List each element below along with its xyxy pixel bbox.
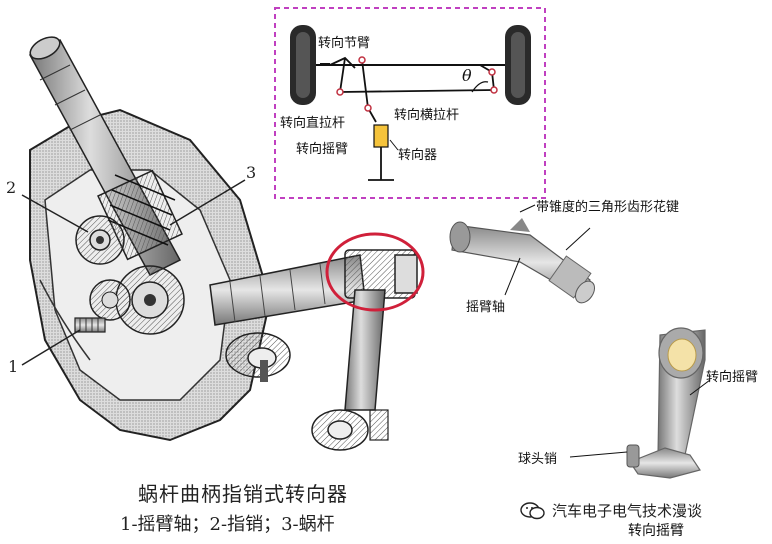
highlight-circle — [325, 232, 425, 312]
watermark-text: 汽车电子电气技术漫谈 — [552, 502, 703, 520]
callout-2: 2 — [6, 178, 17, 197]
callout-3: 3 — [246, 163, 257, 182]
pitman-arm-drawing — [311, 289, 389, 451]
main-figure-title: 蜗杆曲柄指销式转向器 — [138, 482, 348, 506]
pitman-shaft-part — [449, 218, 596, 304]
arm-part-title: 转向摇臂 — [628, 523, 684, 539]
main-figure-legend: 1-摇臂轴；2-指销；3-蜗杆 — [120, 514, 335, 535]
label-ball-pin: 球头销 — [518, 452, 558, 467]
finger-pin-gear — [75, 215, 125, 265]
pitman-shaft — [74, 317, 106, 333]
spline-end — [344, 249, 418, 299]
gear-cluster — [89, 265, 185, 335]
label-theta: θ — [462, 66, 472, 85]
label-arm: 转向摇臂 — [706, 370, 759, 385]
label-steering-gear: 转向器 — [398, 148, 438, 163]
pitman-arm-part — [626, 327, 706, 479]
label-drag-link: 转向直拉杆 — [280, 116, 346, 131]
callout-1: 1 — [8, 357, 19, 376]
end-cap — [225, 332, 291, 382]
label-pitman-arm: 转向摇臂 — [296, 142, 349, 157]
wechat-icon — [520, 501, 546, 521]
schematic-frame — [274, 7, 546, 199]
watermark: 汽车电子电气技术漫谈 — [520, 500, 702, 521]
label-spline: 带锥度的三角形齿形花键 — [536, 200, 680, 215]
label-tie-rod: 转向横拉杆 — [394, 108, 460, 123]
label-shaft: 摇臂轴 — [466, 300, 506, 315]
label-knuckle-arm: 转向节臂 — [318, 36, 371, 51]
